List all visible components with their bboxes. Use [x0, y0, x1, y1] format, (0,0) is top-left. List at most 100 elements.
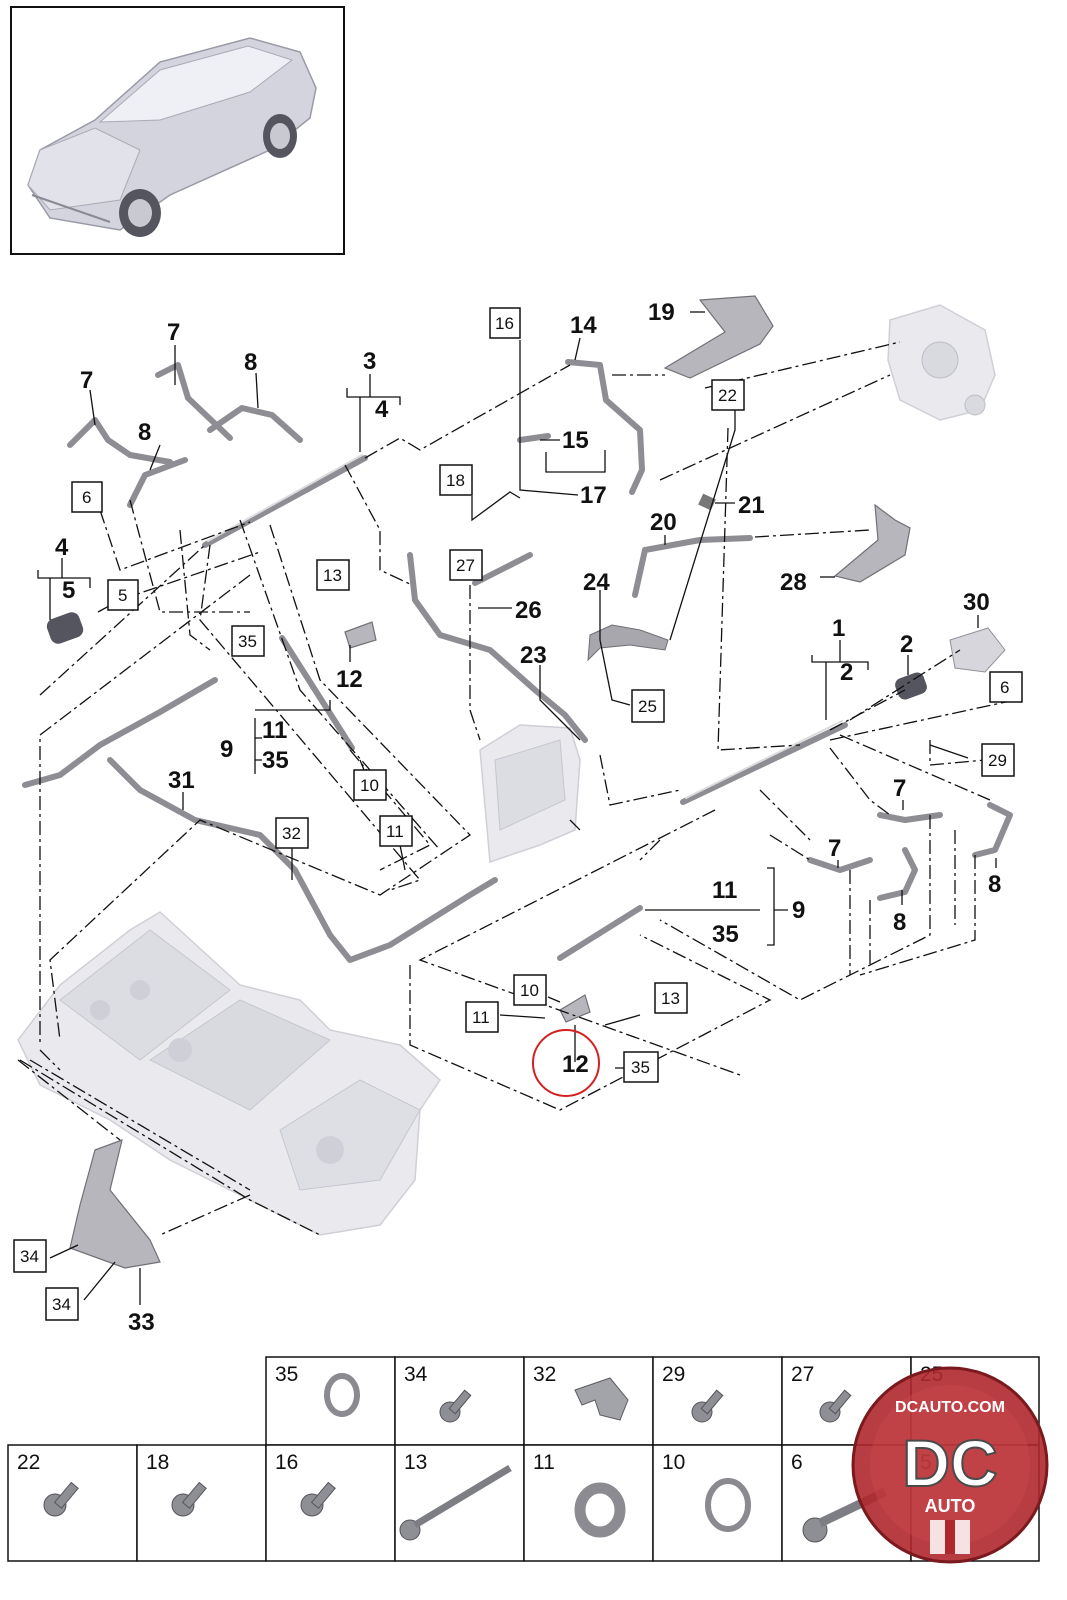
bracket-19	[663, 295, 774, 379]
svg-text:34: 34	[404, 1363, 428, 1386]
svg-text:22: 22	[17, 1451, 40, 1474]
svg-text:18: 18	[146, 1451, 169, 1474]
callout-8: 8	[893, 909, 906, 936]
table-cell: 13	[394, 1444, 525, 1562]
box-callout-10: 10	[513, 974, 547, 1006]
svg-text:6: 6	[791, 1451, 803, 1474]
callout-12: 12	[562, 1051, 589, 1078]
svg-text:11: 11	[386, 822, 404, 841]
table-cell: 22	[7, 1444, 138, 1562]
bracket-33	[69, 1139, 161, 1269]
highlight-circle	[532, 1029, 600, 1097]
box-callout-34: 34	[13, 1239, 47, 1273]
table-cell: 11	[523, 1444, 654, 1562]
svg-text:29: 29	[662, 1363, 685, 1386]
callout-7: 7	[828, 835, 841, 862]
svg-text:32: 32	[282, 824, 301, 843]
svg-text:27: 27	[791, 1363, 814, 1386]
svg-text:35: 35	[631, 1058, 650, 1077]
svg-text:10: 10	[520, 981, 539, 1000]
callout-7: 7	[80, 367, 93, 394]
table-cell: 35	[265, 1356, 396, 1446]
svg-text:34: 34	[52, 1295, 71, 1314]
callout-23: 23	[520, 642, 547, 669]
svg-text:16: 16	[275, 1451, 298, 1474]
svg-text:27: 27	[456, 556, 475, 575]
boxed-callouts: 16 22 18 6 5 13 27 35 25 6 29 10 11 32 1…	[13, 307, 1023, 1321]
callout-11: 11	[262, 717, 287, 744]
svg-text:25: 25	[638, 697, 657, 716]
injector-upper	[279, 635, 355, 751]
callout-28: 28	[780, 569, 807, 596]
callout-19: 19	[648, 299, 675, 326]
svg-text:16: 16	[495, 314, 514, 333]
callout-2: 2	[840, 659, 853, 686]
callout-9: 9	[792, 897, 805, 924]
box-callout-6: 6	[71, 481, 103, 513]
svg-text:29: 29	[988, 751, 1007, 770]
svg-text:22: 22	[718, 386, 737, 405]
box-callout-6: 6	[989, 671, 1023, 703]
table-cell: 32	[523, 1356, 654, 1446]
table-cell: 10	[652, 1444, 783, 1562]
box-callout-35: 35	[231, 625, 265, 657]
vehicle-thumbnail	[10, 6, 345, 255]
svg-text:13: 13	[661, 989, 680, 1008]
svg-text:34: 34	[20, 1247, 39, 1266]
box-callout-25: 25	[631, 689, 665, 723]
fuel-rail-right	[680, 720, 848, 805]
svg-text:6: 6	[82, 488, 91, 507]
callout-9: 9	[220, 736, 233, 763]
assembly-lines	[17, 341, 1016, 1236]
svg-text:5: 5	[118, 586, 127, 605]
svg-text:11: 11	[472, 1008, 490, 1027]
box-callout-16: 16	[489, 307, 521, 339]
fuel-lines	[22, 359, 1013, 963]
svg-text:6: 6	[1000, 678, 1009, 697]
box-callout-32: 32	[275, 817, 309, 849]
box-callout-35: 35	[623, 1051, 659, 1083]
high-pressure-pump	[887, 304, 996, 421]
callout-17: 17	[580, 482, 607, 509]
box-callout-13: 13	[654, 982, 688, 1014]
callout-3: 3	[363, 348, 376, 375]
box-callout-34: 34	[45, 1287, 79, 1321]
callout-24: 24	[583, 569, 610, 596]
callout-8: 8	[138, 419, 151, 446]
callout-7: 7	[167, 319, 180, 346]
callout-labels: 1 2 2 3 4 4 5 7 7 7 7 8 8 8 8 9 9 11 11 …	[55, 299, 1001, 1336]
watermark-site: DCAUTO.COM	[895, 1399, 1005, 1416]
svg-text:10: 10	[360, 776, 379, 795]
screw-15	[517, 433, 551, 443]
svg-text:35: 35	[238, 632, 257, 651]
table-cell: 16	[265, 1444, 396, 1562]
callout-35: 35	[712, 921, 739, 948]
callout-20: 20	[650, 509, 677, 536]
table-cell: 18	[136, 1444, 267, 1562]
table-cell: 34	[394, 1356, 525, 1446]
svg-text:35: 35	[275, 1363, 298, 1386]
callout-7: 7	[893, 775, 906, 802]
callout-30: 30	[963, 589, 990, 616]
callout-14: 14	[570, 312, 597, 339]
callout-11: 11	[712, 877, 737, 904]
callout-1: 1	[832, 615, 845, 642]
callout-33: 33	[128, 1309, 155, 1336]
injector-lower	[557, 905, 643, 961]
box-callout-5: 5	[107, 579, 139, 611]
box-callout-13: 13	[316, 559, 350, 591]
callout-8: 8	[988, 871, 1001, 898]
svg-text:10: 10	[662, 1451, 685, 1474]
box-callout-29: 29	[981, 743, 1015, 777]
callout-21: 21	[738, 492, 765, 519]
box-callout-22: 22	[711, 379, 745, 411]
heat-shield-30	[949, 627, 1006, 673]
bracket-24	[587, 624, 669, 662]
callout-35: 35	[262, 747, 289, 774]
watermark-mark: DC	[902, 1426, 997, 1500]
svg-text:18: 18	[446, 471, 465, 490]
box-callout-10: 10	[353, 769, 387, 801]
bracket-28	[833, 503, 911, 583]
box-callout-11: 11	[379, 815, 413, 847]
